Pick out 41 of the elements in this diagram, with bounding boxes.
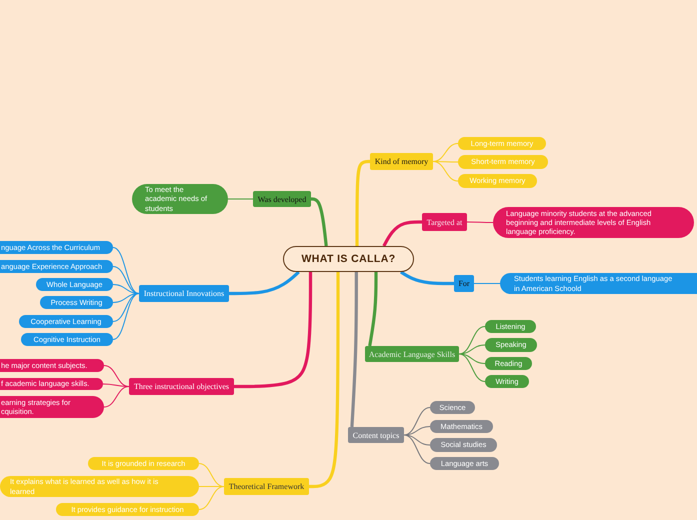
branch-line (355, 160, 370, 246)
connector-line (458, 354, 486, 364)
branch-topic: Was developed (253, 191, 311, 207)
connector-line (466, 222, 494, 223)
branch-line (229, 270, 300, 296)
branch-line (234, 272, 312, 388)
central-topic: WHAT IS CALLA? (283, 246, 414, 272)
branch-topic: Kind of memory (370, 153, 433, 170)
connector-line (102, 384, 130, 387)
connector-line (404, 407, 430, 436)
connector-line (104, 386, 130, 408)
connector-line (432, 161, 458, 162)
branch-line (368, 272, 378, 346)
branch-topic: Targeted at (422, 213, 467, 231)
connector-line (458, 326, 486, 354)
connector-line (198, 463, 224, 487)
branch-topic: Instructional Innovations (139, 285, 229, 302)
connector-line (404, 434, 430, 446)
connector-line (112, 293, 140, 303)
connector-line (112, 293, 140, 322)
connector-line (112, 293, 140, 340)
connector-line (112, 266, 140, 294)
branch-line (400, 270, 454, 286)
branch-topic: Academic Language Skills (365, 346, 459, 362)
connector-line (458, 354, 486, 382)
connector-line (112, 247, 140, 294)
connector-line (404, 434, 430, 464)
connector-line (474, 283, 500, 284)
connector-line (198, 486, 224, 510)
branch-topic: Content topics (348, 427, 404, 443)
connector-line (198, 486, 224, 487)
branch-line (382, 220, 422, 247)
branch-topic: Theoretical Framework (224, 478, 309, 495)
branch-line (350, 272, 358, 428)
connector-line (432, 143, 458, 162)
branch-topic: For (454, 275, 474, 292)
connector-line (104, 365, 130, 387)
branch-line (309, 272, 340, 488)
connector-line (432, 161, 458, 182)
connector-line (228, 198, 254, 200)
branch-topic: Three instructional objectives (129, 378, 234, 395)
